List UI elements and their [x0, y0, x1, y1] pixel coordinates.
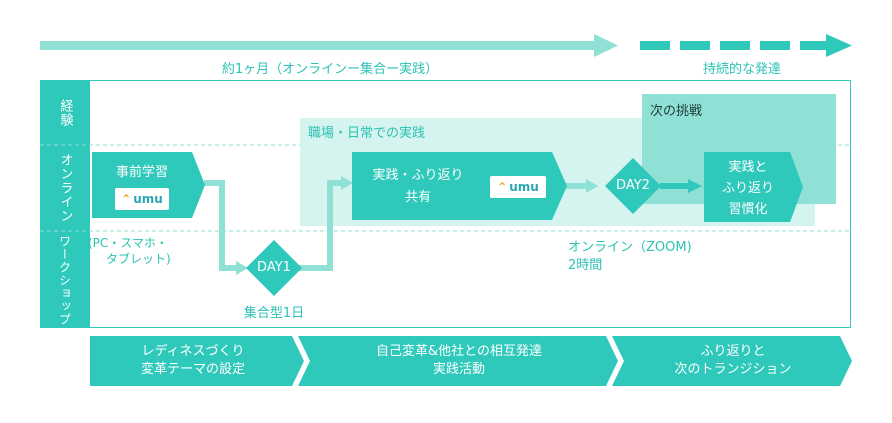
row-label-online: オンライン	[57, 153, 73, 223]
day2-label: DAY2	[616, 178, 650, 193]
day1-diamond	[246, 240, 302, 296]
phase-3-line2: 次のトランジション	[674, 362, 792, 377]
timeline-dashed-bar	[640, 41, 828, 50]
habit-label-line2: ふり返り	[721, 181, 774, 196]
phase-chevron-1	[90, 336, 304, 386]
habit-label-line3: 習慣化	[728, 202, 768, 217]
practice-label-line1: 実践・ふり返り	[372, 168, 464, 183]
umu-logo-2: ⌃umu	[490, 176, 546, 198]
phase-2-line1: 自己変革&他社との相互発達	[375, 344, 542, 359]
umu-mark-icon: ⌃	[121, 192, 132, 206]
day1-label: DAY1	[257, 260, 291, 275]
umu-logo-1: ⌃umu	[115, 188, 169, 210]
day1-note: 集合型1日	[243, 306, 305, 321]
habit-label-line1: 実践と	[728, 160, 768, 175]
timeline-solid-arrowhead	[594, 34, 618, 57]
day2-note-line1: オンライン（ZOOM)	[568, 240, 692, 255]
umu-mark-icon: ⌃	[497, 180, 508, 194]
umu-logo-text: umu	[133, 192, 163, 206]
pre-study-label: 事前学習	[115, 165, 168, 180]
connector-day1-practice-head	[341, 176, 353, 190]
timeline-dashed-arrowhead	[826, 34, 852, 57]
umu-logo-text: umu	[509, 180, 539, 194]
connector-prestudy-day1-head	[236, 261, 248, 275]
phase-chevron-3	[612, 336, 852, 386]
next-challenge-label: 次の挑戦	[650, 104, 703, 119]
phase-2-line2: 実践活動	[432, 362, 485, 377]
timeline-solid-bar	[40, 41, 610, 50]
practice-label-line2: 共有	[404, 190, 431, 205]
phase-3-line1: ふり返りと	[700, 344, 766, 359]
phase-1-line1: レディネスづくり	[141, 344, 245, 359]
timeline-right-label: 持続的な発達	[702, 62, 781, 77]
habit-box	[704, 152, 803, 222]
devices-note-line2: タブレット)	[106, 252, 171, 266]
row-label-column	[40, 80, 90, 328]
connector-prestudy-day1	[204, 180, 240, 271]
devices-note-line1: (PC・スマホ・	[88, 236, 168, 250]
timeline-left-label: 約1ヶ月（オンラインー集合ー実践）	[221, 62, 439, 77]
connector-day2-habit-head	[688, 179, 702, 193]
phase-1-line2: 変革テーマの設定	[140, 362, 245, 377]
practice-box	[352, 152, 567, 220]
connector-practice-day2-head	[586, 179, 598, 193]
timeline-arrows	[40, 34, 852, 57]
connector-day1-practice	[298, 180, 342, 271]
row-label-workshop: ワークショップ	[57, 234, 72, 326]
workplace-area-label: 職場・日常での実践	[308, 126, 426, 141]
row-label-experience: 経験	[57, 99, 73, 127]
phase-chevron-2	[298, 336, 618, 386]
day2-note-line2: 2時間	[568, 258, 603, 273]
day2-diamond	[605, 158, 661, 214]
